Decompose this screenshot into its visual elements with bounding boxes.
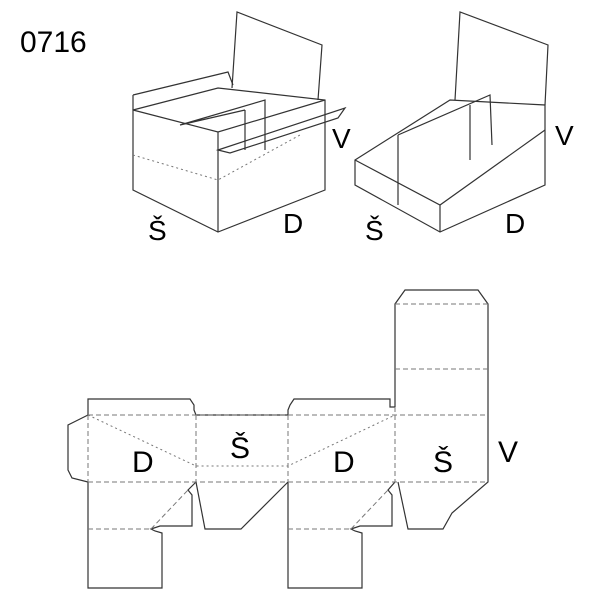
label-width: Š [433,445,453,479]
label-length: D [505,208,525,239]
label-width: Š [148,215,167,246]
label-length: D [283,208,303,239]
box-3d-closed-view: Š D V [132,11,351,246]
label-width: Š [365,215,384,246]
label-height: V [555,120,574,151]
style-code: 0716 [20,26,87,59]
label-height: V [332,123,351,154]
flat-blank: D Š D Š V [67,289,518,589]
label-length: D [132,446,154,479]
box-3d-display-view: Š D V [354,11,574,246]
label-height: V [498,436,518,469]
label-width: Š [230,431,250,465]
label-length: D [333,446,355,479]
